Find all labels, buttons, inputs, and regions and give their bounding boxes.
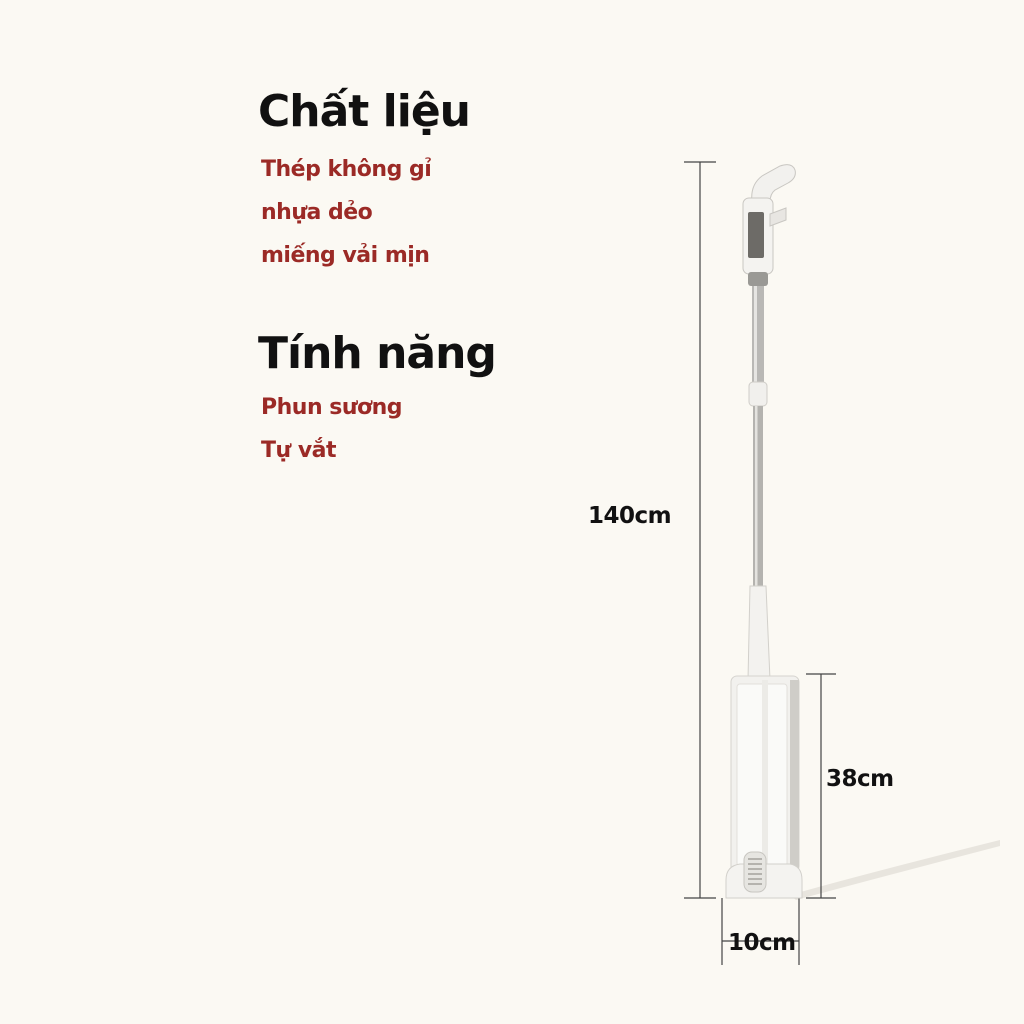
feature-item-self-wring: Tự vắt [261, 438, 337, 463]
features-heading: Tính năng [258, 328, 497, 379]
mop-pad [725, 675, 803, 899]
floor-shadow [790, 840, 1000, 900]
height-dimension-line [684, 161, 716, 899]
pad-width-label: 10cm [728, 930, 796, 956]
mop-neck [747, 585, 771, 681]
material-item-plastic: nhựa dẻo [261, 200, 373, 225]
height-label: 140cm [588, 503, 672, 529]
mop-pole [748, 286, 768, 586]
pad-width-dimension-line [721, 898, 800, 965]
material-item-stainless-steel: Thép không gỉ [261, 157, 432, 182]
material-heading: Chất liệu [258, 86, 471, 137]
pad-height-dimension-line [806, 673, 836, 899]
feature-item-spray: Phun sương [261, 395, 403, 420]
mop-handle-top [742, 164, 796, 286]
material-item-cloth-pad: miếng vải mịn [261, 243, 430, 268]
pad-height-label: 38cm [826, 766, 894, 792]
